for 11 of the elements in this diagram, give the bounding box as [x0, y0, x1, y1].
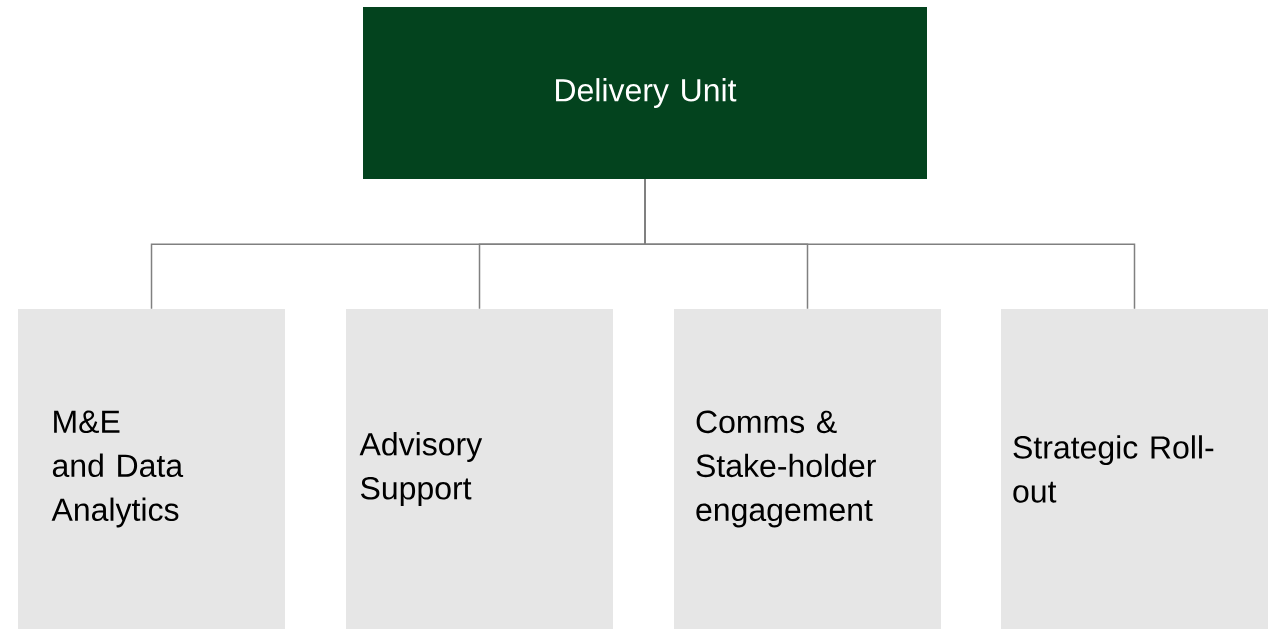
node-label: Strategic Roll-out	[1013, 435, 1214, 503]
node-label: Comms & Stake-holder engagement	[696, 410, 876, 528]
department-box	[674, 309, 941, 629]
header-box	[363, 7, 927, 179]
node-label: Delivery Unit	[556, 78, 737, 108]
connector-line	[644, 178, 1136, 310]
node-label: M&E and Data Analytics	[51, 410, 184, 528]
department-box	[346, 309, 613, 629]
department-box	[1001, 309, 1268, 629]
department-box	[18, 309, 285, 629]
node-label: Advisory Support	[359, 432, 483, 506]
